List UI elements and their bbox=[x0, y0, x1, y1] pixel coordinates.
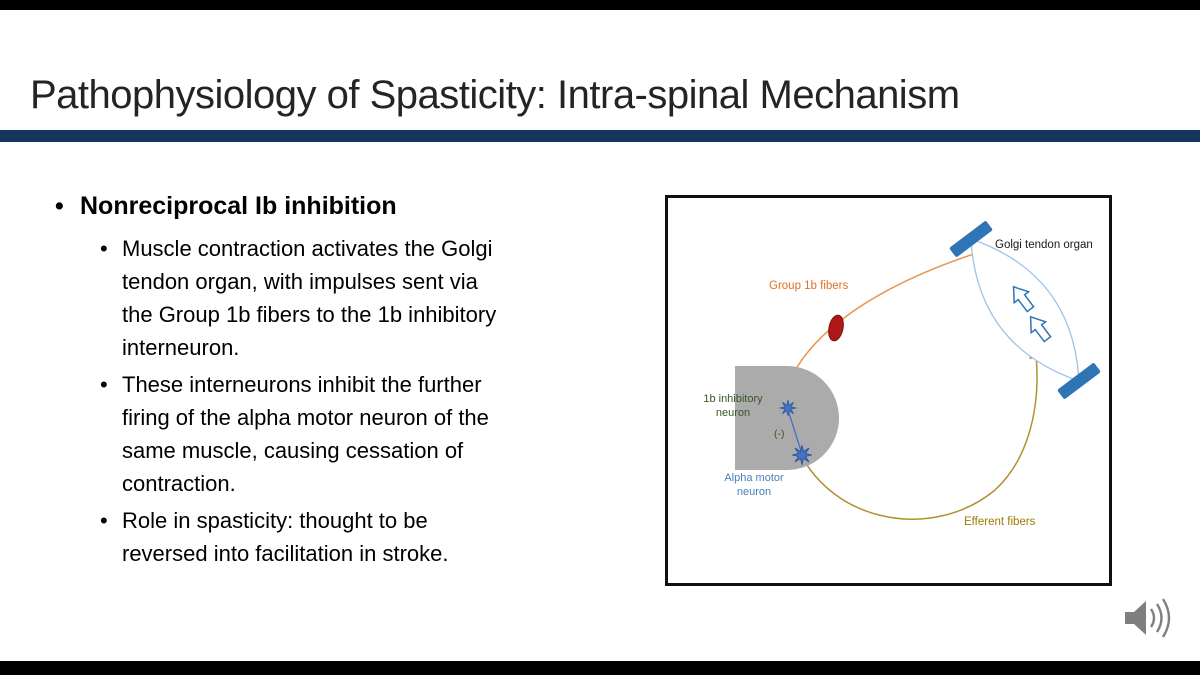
alpha-motor-neuron-label: Alpha motor neuron bbox=[721, 471, 787, 499]
tension-arrow-icon bbox=[1012, 285, 1035, 313]
inhibition-minus-sign: (-) bbox=[774, 428, 785, 440]
efferent-fiber-path bbox=[798, 354, 1038, 520]
muscle-tendon-bar-top bbox=[949, 221, 993, 257]
slide-title: Pathophysiology of Spasticity: Intra-spi… bbox=[30, 73, 960, 117]
sub-bullet-text: Role in spasticity: thought to be revers… bbox=[122, 508, 449, 566]
sub-bullet: • These interneurons inhibit the further… bbox=[55, 368, 507, 500]
audio-icon[interactable] bbox=[1116, 590, 1180, 648]
red-synapse-bouton bbox=[828, 314, 844, 342]
alpha-motor-neuron-soma bbox=[735, 366, 839, 470]
bullet-heading: Nonreciprocal Ib inhibition bbox=[80, 192, 397, 220]
sub-bullet-text: Muscle contraction activates the Golgi t… bbox=[122, 236, 497, 360]
label-line: neuron bbox=[715, 407, 751, 419]
bottom-border-bar bbox=[0, 661, 1200, 675]
bullet-marker: • bbox=[55, 192, 64, 220]
sub-bullet: • Role in spasticity: thought to be reve… bbox=[55, 504, 507, 570]
bullet-heading-row: • Nonreciprocal Ib inhibition bbox=[55, 188, 507, 224]
reflex-circuit-drawing bbox=[735, 221, 1101, 520]
bullet-marker: • bbox=[100, 236, 108, 261]
axon-hillock-burst-icon bbox=[792, 445, 812, 465]
bullet-marker: • bbox=[100, 372, 108, 397]
speaker-icon bbox=[1125, 598, 1171, 638]
1b-inhibitory-neuron-label: 1b inhibitory neuron bbox=[699, 392, 767, 420]
label-line: neuron bbox=[736, 486, 772, 498]
bullet-marker: • bbox=[100, 508, 108, 533]
label-line: Alpha motor bbox=[724, 472, 784, 484]
sub-bullet-text: These interneurons inhibit the further f… bbox=[122, 372, 489, 496]
inhibitory-synapse-burst-icon bbox=[779, 399, 797, 417]
reflex-circuit-diagram: Golgi tendon organ Group 1b fibers 1b in… bbox=[665, 195, 1112, 586]
tension-arrow-icon bbox=[1029, 315, 1052, 343]
alpha-motor-axon-segment bbox=[787, 409, 803, 455]
golgi-tendon-organ-capsule bbox=[970, 238, 1080, 382]
label-line: 1b inhibitory bbox=[703, 393, 763, 405]
bullet-list: • Nonreciprocal Ib inhibition • Muscle c… bbox=[55, 188, 507, 574]
efferent-fibers-label: Efferent fibers bbox=[964, 516, 1036, 528]
sub-bullet: • Muscle contraction activates the Golgi… bbox=[55, 232, 507, 364]
group-1b-fibers-label: Group 1b fibers bbox=[769, 280, 849, 292]
title-divider-rule bbox=[0, 130, 1200, 142]
golgi-tendon-organ-label: Golgi tendon organ bbox=[995, 239, 1093, 251]
muscle-tendon-bar-bottom bbox=[1057, 363, 1101, 399]
top-border-bar bbox=[0, 0, 1200, 10]
